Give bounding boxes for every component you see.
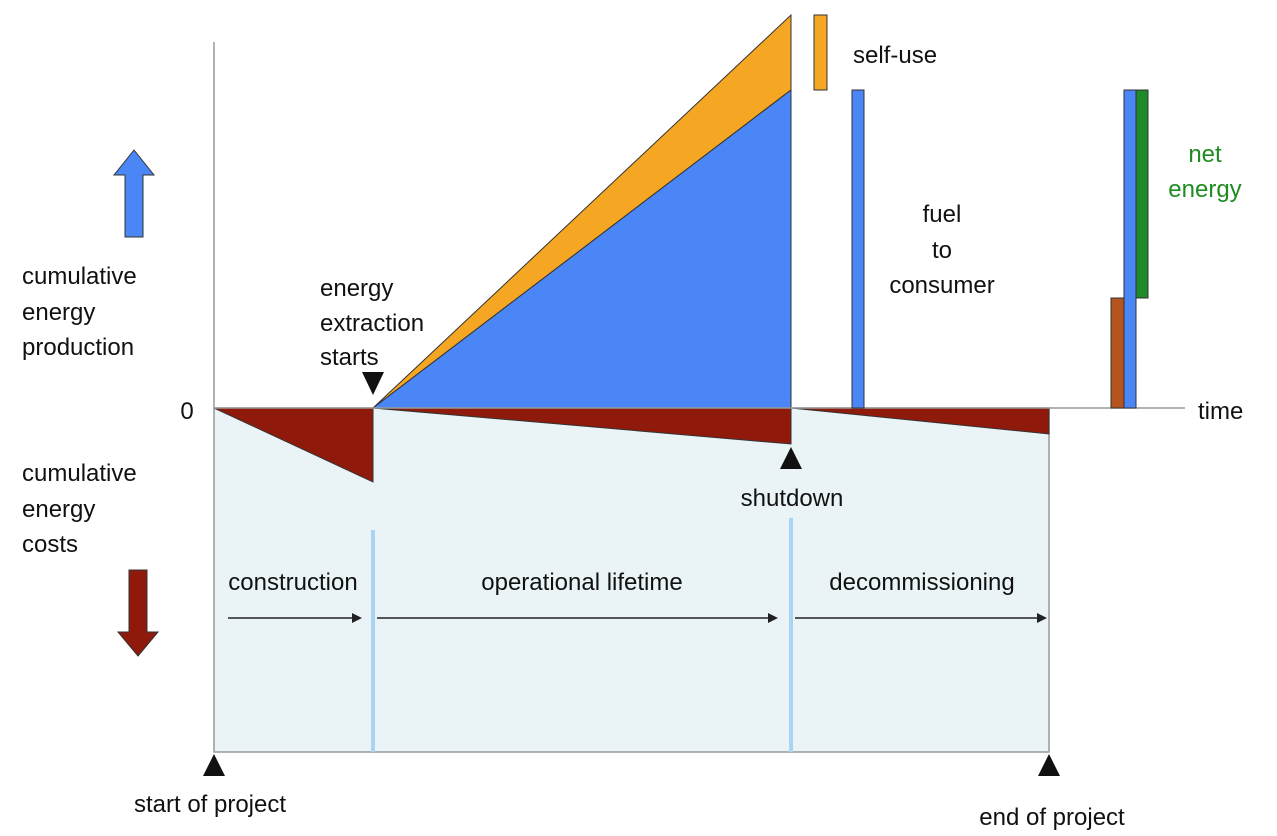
costs-label: cumulative energy costs — [22, 460, 137, 558]
svg-text:cumulative: cumulative — [22, 263, 137, 290]
construction-arrowhead — [352, 613, 362, 623]
svg-text:energy: energy — [1168, 176, 1241, 203]
axis-zero-label: 0 — [180, 398, 193, 425]
extraction-starts-label: energy extraction starts — [320, 275, 424, 371]
shutdown-marker — [780, 447, 802, 469]
svg-text:consumer: consumer — [889, 272, 994, 299]
shutdown-label: shutdown — [741, 485, 844, 512]
fuel-to-consumer-bar — [851, 89, 865, 409]
down-arrow-icon — [116, 569, 160, 657]
svg-text:starts: starts — [320, 344, 379, 371]
time-label: time — [1198, 398, 1243, 425]
svg-text:fuel: fuel — [923, 201, 962, 228]
net-energy-bar — [1135, 89, 1149, 299]
svg-text:energy: energy — [22, 496, 95, 523]
fuel-to-consumer-area — [371, 88, 792, 409]
extraction-start-marker — [362, 372, 384, 395]
svg-text:production: production — [22, 334, 134, 361]
end-of-project-label: end of project — [979, 804, 1125, 831]
svg-text:costs: costs — [22, 531, 78, 558]
svg-text:to: to — [932, 237, 952, 264]
construction-label: construction — [228, 569, 357, 596]
decommissioning-label: decommissioning — [829, 569, 1014, 596]
operational-arrowhead — [768, 613, 778, 623]
net-cost-bar — [1110, 297, 1125, 409]
start-of-project-label: start of project — [134, 791, 286, 818]
decommissioning-arrowhead — [1037, 613, 1047, 623]
operational-lifetime-label: operational lifetime — [481, 569, 682, 596]
production-label: cumulative energy production — [22, 263, 137, 361]
svg-text:energy: energy — [22, 299, 95, 326]
net-fuel-bar — [1123, 89, 1137, 409]
net-energy-label: net energy — [1168, 141, 1241, 203]
start-of-project-marker — [203, 754, 225, 776]
end-of-project-marker — [1038, 754, 1060, 776]
up-arrow-icon — [112, 149, 156, 238]
self-use-label: self-use — [853, 42, 937, 69]
svg-text:energy: energy — [320, 275, 393, 302]
svg-text:extraction: extraction — [320, 310, 424, 337]
svg-text:cumulative: cumulative — [22, 460, 137, 487]
svg-text:net: net — [1188, 141, 1222, 168]
self-use-bar — [813, 14, 828, 91]
fuel-to-consumer-label: fuel to consumer — [889, 201, 994, 299]
